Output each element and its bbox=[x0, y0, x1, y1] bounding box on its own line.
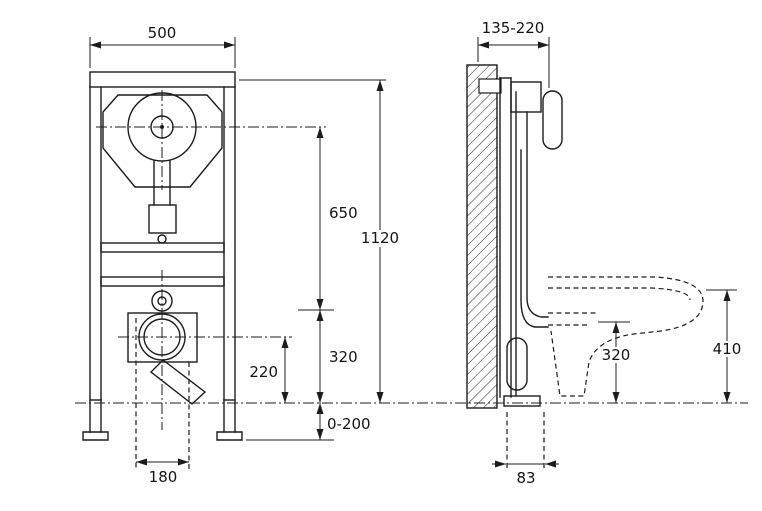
label-backdrop bbox=[600, 347, 633, 363]
bowl-rim-line bbox=[548, 287, 691, 301]
bowl-profile bbox=[548, 276, 704, 397]
label-backdrop bbox=[711, 341, 744, 357]
dim-frame-width: 500 bbox=[148, 24, 177, 42]
side-dimensions: 135-220 320 410 83 bbox=[477, 19, 744, 487]
wall-hatch bbox=[466, 64, 498, 409]
dim-lower-section: 320 bbox=[329, 348, 358, 366]
front-view: 500 1120 650 320 220 0-200 180 bbox=[82, 24, 399, 486]
dim-inlet-height: 320 bbox=[602, 346, 631, 364]
flush-pipe-connector bbox=[148, 204, 177, 234]
dim-frame-depth: 83 bbox=[516, 469, 535, 487]
right-foot-plate bbox=[216, 431, 243, 441]
dim-frame-height: 1120 bbox=[361, 229, 399, 247]
side-view: 135-220 320 410 83 bbox=[466, 19, 744, 487]
outlet-bend-profile bbox=[506, 337, 528, 391]
dim-foot-adjustment: 0-200 bbox=[327, 415, 371, 433]
front-centerlines bbox=[96, 90, 326, 470]
cistern-access-box bbox=[510, 81, 542, 113]
outlet-elbow-pipe bbox=[149, 359, 207, 405]
flush-plate-frame bbox=[102, 94, 223, 188]
front-dimensions: 500 1120 650 320 220 0-200 180 bbox=[89, 24, 399, 486]
dim-connection-spacing: 180 bbox=[149, 468, 178, 486]
foot-base-plate bbox=[503, 395, 541, 407]
frame-top-member bbox=[89, 71, 236, 88]
dim-rim-height: 410 bbox=[713, 340, 742, 358]
crossbar-upper bbox=[100, 242, 225, 253]
dim-flush-plate-height: 650 bbox=[329, 204, 358, 222]
cistern-front-profile bbox=[526, 111, 549, 318]
wall-bracket bbox=[478, 78, 502, 94]
wall-section bbox=[466, 64, 502, 409]
dim-outlet-axis-height: 220 bbox=[249, 363, 278, 381]
dim-installation-depth: 135-220 bbox=[482, 19, 545, 37]
label-backdrop bbox=[362, 230, 399, 247]
toilet-bowl-outline bbox=[548, 276, 704, 397]
frame-profile bbox=[499, 77, 563, 407]
flush-button-capsule bbox=[542, 90, 563, 150]
left-foot-plate bbox=[82, 431, 109, 441]
flush-pipe-profile bbox=[520, 149, 549, 328]
water-connections bbox=[127, 290, 207, 405]
